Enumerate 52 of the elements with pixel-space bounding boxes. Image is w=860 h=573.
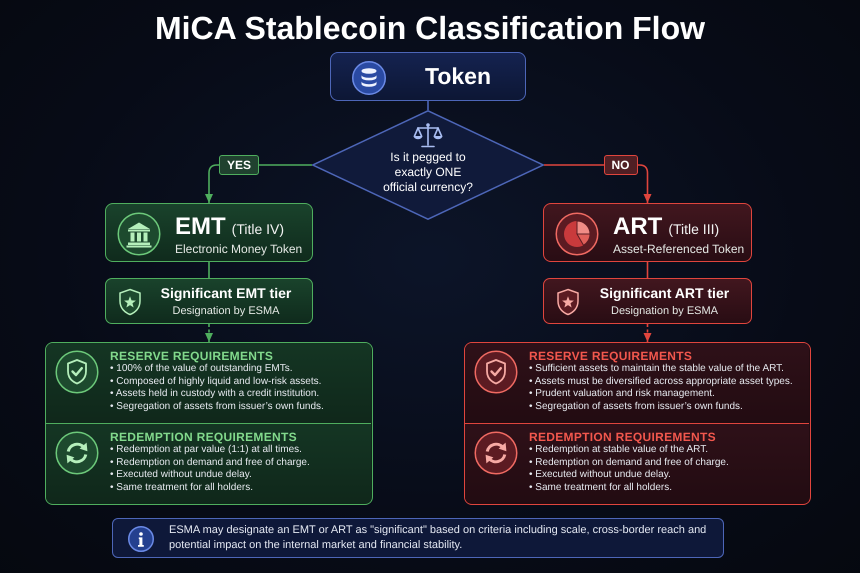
subtitle: Designation by ESMA — [611, 305, 718, 318]
arrow — [205, 324, 213, 342]
bullet-item: • Segregation of assets from issuer’s own funds. — [110, 400, 324, 413]
tier-box — [105, 278, 313, 324]
heading: ART — [613, 213, 662, 240]
bullet-item: • Segregation of assets from issuer’s own funds. — [529, 400, 743, 413]
subtitle: Designation by ESMA — [172, 305, 280, 318]
bullet-item: • Redemption at stable value of the ART. — [529, 444, 708, 456]
connector-line — [646, 262, 648, 278]
bullet-item: • Prudent valuation and risk management. — [529, 388, 715, 400]
bullet-item: • Executed without undue delay. — [529, 469, 671, 482]
requirements-panel — [464, 342, 811, 505]
heading: Significant ART tier — [600, 285, 730, 302]
subtitle: Asset-Referenced Token — [613, 242, 744, 256]
heading: Significant EMT tier — [160, 285, 292, 302]
bullet-item: • Same treatment for all holders. — [529, 482, 672, 494]
bullet-item: • Executed without undue delay. — [110, 469, 252, 482]
edge-label: YES — [219, 155, 260, 175]
bullet-item: • 100% of the value of outstanding EMTs. — [110, 363, 292, 376]
tier-box — [543, 278, 752, 324]
decision-diamond — [312, 110, 544, 220]
requirements-section — [465, 423, 809, 503]
arrow — [644, 324, 652, 342]
section-heading: REDEMPTION REQUIREMENTS — [110, 430, 297, 444]
title: MiCA Stablecoin Classification Flow — [155, 9, 705, 47]
bullet-item: • Same treatment for all holders. — [110, 482, 254, 494]
section-heading: REDEMPTION REQUIREMENTS — [529, 430, 716, 444]
category-box — [543, 203, 752, 262]
subtitle: Electronic Money Token — [175, 242, 302, 256]
requirements-panel — [45, 342, 373, 505]
category-box — [105, 203, 313, 262]
heading-note: (Title III) — [668, 221, 720, 238]
section-heading: RESERVE REQUIREMENTS — [529, 349, 692, 363]
bullet-item: • Redemption at par value (1:1) at all times. — [110, 444, 302, 456]
section-heading: RESERVE REQUIREMENTS — [110, 349, 274, 363]
requirements-section — [46, 423, 371, 503]
connector-line — [208, 262, 210, 278]
connector-line — [427, 101, 429, 110]
heading: EMT — [175, 213, 226, 240]
info-note — [112, 518, 724, 558]
edge-label: NO — [604, 155, 638, 175]
decision-text: Is it pegged to exactly ONE official currency? — [382, 150, 474, 195]
process-box — [330, 52, 526, 101]
bullet-item: • Redemption on demand and free of charge. — [529, 456, 729, 469]
node-label: Token — [424, 63, 492, 90]
bullet-item: • Redemption on demand and free of charge. — [110, 456, 310, 469]
note-text: ESMA may designate an EMT or ART as "significant" based on criteria including scale, cross-border reach and potential impact on the internal market and financial stability. — [169, 523, 708, 553]
bullet-item: • Sufficient assets to maintain the stable value of the ART. — [529, 363, 784, 376]
bullet-item: • Composed of highly liquid and low-risk assets. — [110, 376, 322, 388]
bullet-item: • Assets must be diversified across appropriate asset types. — [529, 376, 793, 388]
heading-note: (Title IV) — [232, 221, 284, 238]
bullet-item: • Assets held in custody with a credit institution. — [110, 388, 320, 400]
